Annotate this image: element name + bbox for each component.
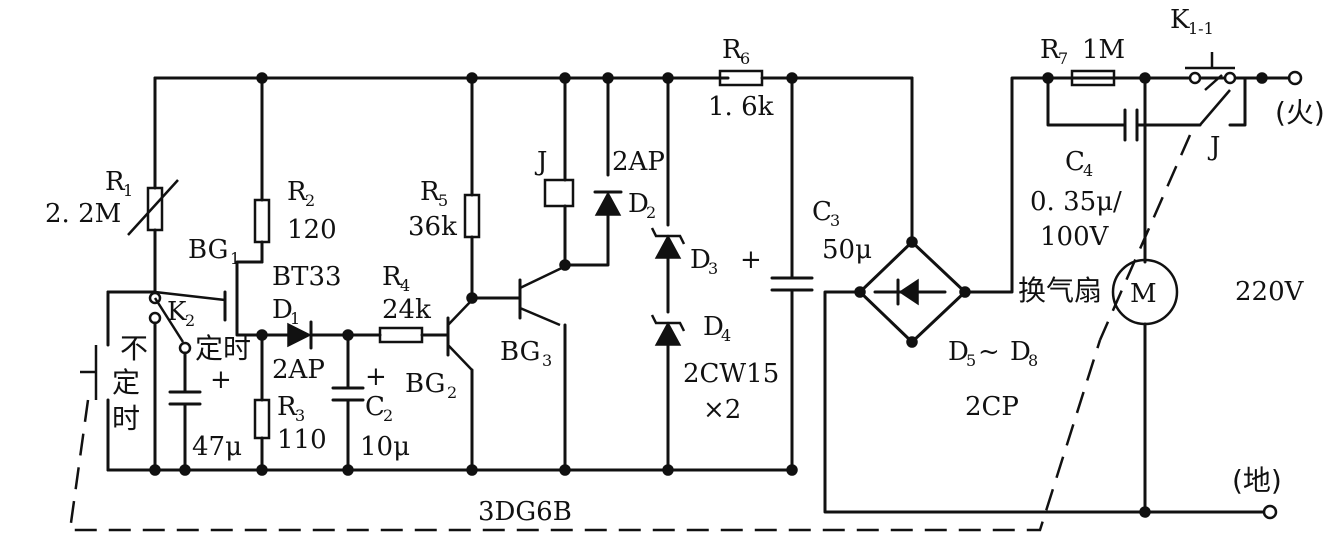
c4-value-2: 100V [1040, 222, 1110, 252]
sw-untimed-char-2: 定 [112, 366, 140, 399]
c1-plus: + [210, 365, 232, 395]
r4-value: 24k [382, 295, 431, 325]
r5-resistor [463, 193, 481, 239]
relay-label: J [534, 147, 547, 177]
svg-text:D: D [1010, 337, 1031, 367]
bridge-type: 2CP [965, 392, 1019, 422]
d3-label: D [690, 245, 711, 275]
svg-text:2: 2 [383, 406, 393, 425]
c2-plus: + [365, 362, 387, 392]
r3-label: R [277, 392, 298, 422]
r3-value: 110 [277, 425, 327, 455]
zener-qty: ×2 [703, 395, 741, 425]
svg-text:2: 2 [185, 311, 195, 330]
r5-value: 36k [408, 212, 457, 242]
junction-dots [149, 72, 1268, 518]
fan-label: 换气扇 [1018, 274, 1102, 307]
svg-text:1: 1 [123, 181, 133, 200]
d2-type: 2AP [612, 147, 665, 177]
k2-blade [153, 297, 185, 343]
bg1-label: BG [188, 235, 228, 265]
sw-untimed-char-1: 不 [120, 332, 148, 365]
svg-text:2: 2 [447, 383, 457, 402]
d1-diode [287, 322, 312, 348]
svg-text:4: 4 [721, 326, 731, 345]
r7-resistor [1070, 69, 1116, 87]
r2-label: R [287, 177, 308, 207]
bridge-label: D [948, 337, 969, 367]
svg-text:1-1: 1-1 [1188, 19, 1214, 38]
r6-label: R [722, 35, 743, 65]
c1-value: 47μ [192, 432, 242, 462]
bg2-label: BG [405, 369, 445, 399]
svg-text:3: 3 [830, 211, 840, 230]
svg-text:8: 8 [1028, 351, 1038, 370]
svg-text:1: 1 [230, 249, 240, 268]
sw-untimed-char-3: 时 [112, 402, 140, 435]
live-label: (火) [1275, 96, 1325, 129]
svg-text:3: 3 [708, 259, 718, 278]
svg-text:5: 5 [966, 351, 976, 370]
svg-text:6: 6 [740, 49, 750, 68]
d3-zener [654, 234, 682, 259]
mechanical-link [68, 339, 1102, 532]
c2-label: C [365, 392, 385, 422]
r2-value: 120 [287, 215, 337, 245]
transistor-type: 3DG6B [478, 497, 572, 527]
k11-label: K [1170, 5, 1190, 35]
r4-resistor [378, 326, 424, 344]
ground-label: (地) [1232, 464, 1282, 497]
r4-label: R [382, 262, 403, 292]
relay-contact-j [1199, 89, 1231, 126]
r1-label: R [105, 167, 126, 197]
svg-text:4: 4 [1083, 161, 1093, 180]
d2-diode [594, 191, 622, 216]
d4-zener [654, 321, 682, 346]
relay-coil [543, 178, 575, 208]
c3-plus: + [740, 245, 762, 275]
d4-label: D [703, 312, 724, 342]
c4-label: C [1065, 147, 1085, 177]
k2-label: K [167, 297, 187, 327]
r7-value: 1M [1082, 35, 1125, 65]
voltage-label: 220V [1235, 277, 1305, 307]
d2-label: D [628, 189, 649, 219]
c2-value: 10μ [360, 432, 410, 462]
svg-text:4: 4 [400, 276, 410, 295]
r3-resistor [253, 398, 271, 440]
r7-label: R [1040, 35, 1061, 65]
c3-label: C [812, 197, 832, 227]
svg-text:2: 2 [646, 203, 656, 222]
svg-text:3: 3 [295, 406, 305, 425]
bg1-type: BT33 [272, 262, 342, 292]
d1-type: 2AP [272, 355, 325, 385]
d1-label: D [272, 295, 293, 325]
relay-contact-label: J [1207, 132, 1220, 162]
live-terminal [1287, 70, 1303, 86]
svg-text:1: 1 [290, 309, 300, 328]
r5-label: R [420, 177, 441, 207]
r1-variable-arrow [127, 179, 179, 236]
zener-type: 2CW15 [683, 359, 779, 389]
c4-value-1: 0. 35μ/ [1030, 187, 1122, 217]
bg3-label: BG [500, 337, 540, 367]
motor-label: M [1130, 279, 1157, 309]
r1-value: 2. 2M [45, 199, 121, 229]
r2-resistor [253, 198, 271, 244]
r6-value: 1. 6k [708, 92, 774, 122]
svg-text:~: ~ [978, 337, 1000, 367]
svg-text:2: 2 [305, 191, 315, 210]
svg-text:5: 5 [438, 191, 448, 210]
ground-terminal [1262, 504, 1278, 520]
c3-value: 50μ [822, 235, 872, 265]
sw-timed-label: 定时 [195, 332, 251, 365]
svg-text:3: 3 [542, 351, 552, 370]
svg-text:7: 7 [1058, 49, 1068, 68]
r6-resistor [718, 69, 764, 87]
